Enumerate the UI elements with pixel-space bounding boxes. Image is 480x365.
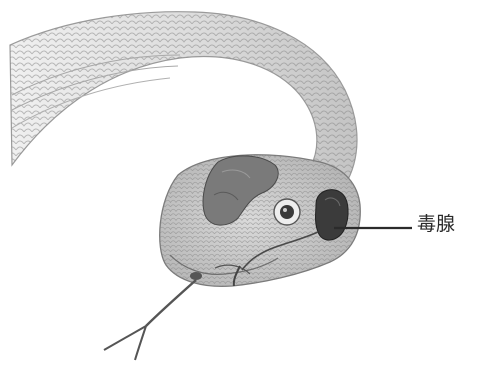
nostril <box>190 272 202 280</box>
eye <box>274 199 300 225</box>
tongue <box>104 280 196 360</box>
venom-gland-label: 毒腺 <box>417 213 455 235</box>
